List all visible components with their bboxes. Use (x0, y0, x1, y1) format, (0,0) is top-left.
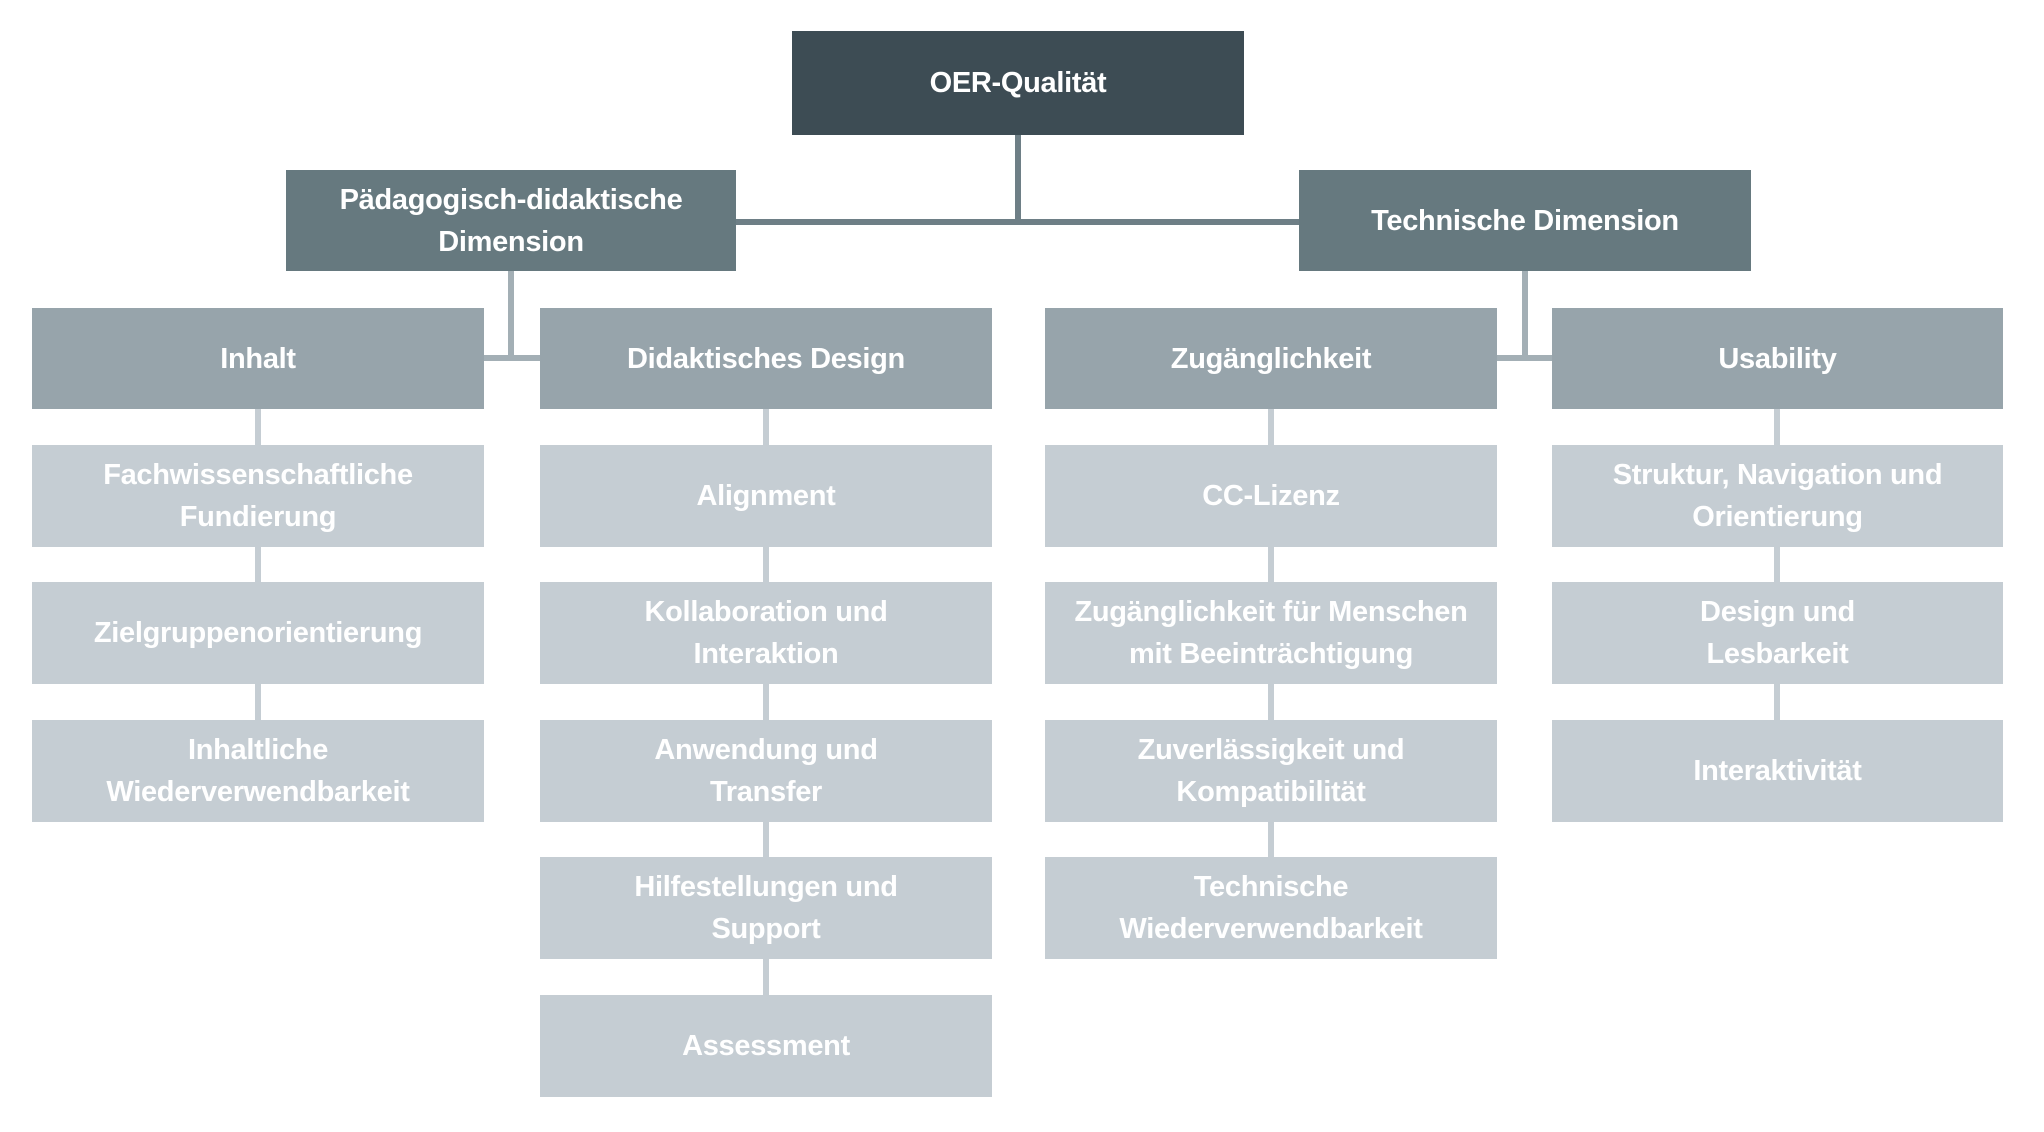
node-alignment: Alignment (540, 445, 992, 547)
node-technische-dimension: Technische Dimension (1299, 170, 1751, 271)
node-struktur-navigation-orientierung: Struktur, Navigation und Orientierung (1552, 445, 2003, 547)
node-didaktisches-design: Didaktisches Design (540, 308, 992, 409)
node-zugaenglichkeit-beeintraechtigung: Zugänglichkeit für Menschen mit Beeinträ… (1045, 582, 1497, 684)
connector-root-horizontal (735, 219, 1305, 225)
node-assessment: Assessment (540, 995, 992, 1097)
connector-column-inhalt (255, 409, 261, 720)
connector-paed-drop (508, 271, 514, 361)
connector-tech-drop (1522, 271, 1528, 361)
node-oer-qualitaet: OER-Qualität (792, 31, 1244, 135)
node-interaktivitaet: Interaktivität (1552, 720, 2003, 822)
node-design-und-lesbarkeit: Design und Lesbarkeit (1552, 582, 2003, 684)
node-anwendung-und-transfer: Anwendung und Transfer (540, 720, 992, 822)
node-kollaboration-und-interaktion: Kollaboration und Interaktion (540, 582, 992, 684)
node-technische-wiederverwendbarkeit: Technische Wiederverwendbarkeit (1045, 857, 1497, 959)
connector-paed-bridge (484, 355, 540, 361)
node-cc-lizenz: CC-Lizenz (1045, 445, 1497, 547)
node-fachwissenschaftliche-fundierung: Fachwissenschaftliche Fundierung (32, 445, 484, 547)
node-inhaltliche-wiederverwendbarkeit: Inhaltliche Wiederverwendbarkeit (32, 720, 484, 822)
node-zugaenglichkeit: Zugänglichkeit (1045, 308, 1497, 409)
node-usability: Usability (1552, 308, 2003, 409)
node-inhalt: Inhalt (32, 308, 484, 409)
connector-column-usability (1774, 409, 1780, 720)
node-paedagogisch-didaktische-dimension: Pädagogisch-didaktische Dimension (286, 170, 736, 271)
connector-root-drop (1015, 135, 1021, 225)
connector-tech-bridge (1497, 355, 1552, 361)
node-zielgruppenorientierung: Zielgruppenorientierung (32, 582, 484, 684)
node-hilfestellungen-und-support: Hilfestellungen und Support (540, 857, 992, 959)
connector-column-didaktisches-design (763, 409, 769, 995)
node-zuverlaessigkeit-und-kompatibilitaet: Zuverlässigkeit und Kompatibilität (1045, 720, 1497, 822)
